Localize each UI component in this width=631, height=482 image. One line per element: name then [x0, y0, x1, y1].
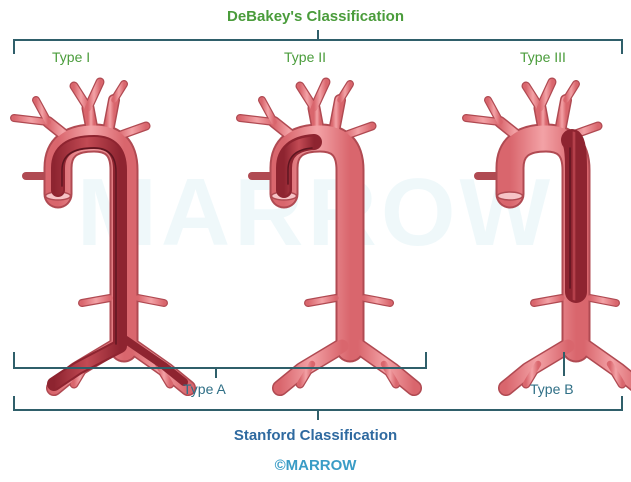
- stanford-bracket: [14, 396, 622, 420]
- aorta-type-3: [466, 82, 631, 388]
- aorta-type-1: [14, 82, 188, 388]
- stanford-type-b-label: Type B: [530, 381, 574, 397]
- aorta-type-2: [240, 82, 414, 388]
- stanford-title: Stanford Classification: [0, 427, 631, 444]
- stanford-type-a-label: Type A: [183, 381, 226, 397]
- footer-logo: ©MARROW: [0, 457, 631, 474]
- debakey-bracket: [14, 30, 622, 54]
